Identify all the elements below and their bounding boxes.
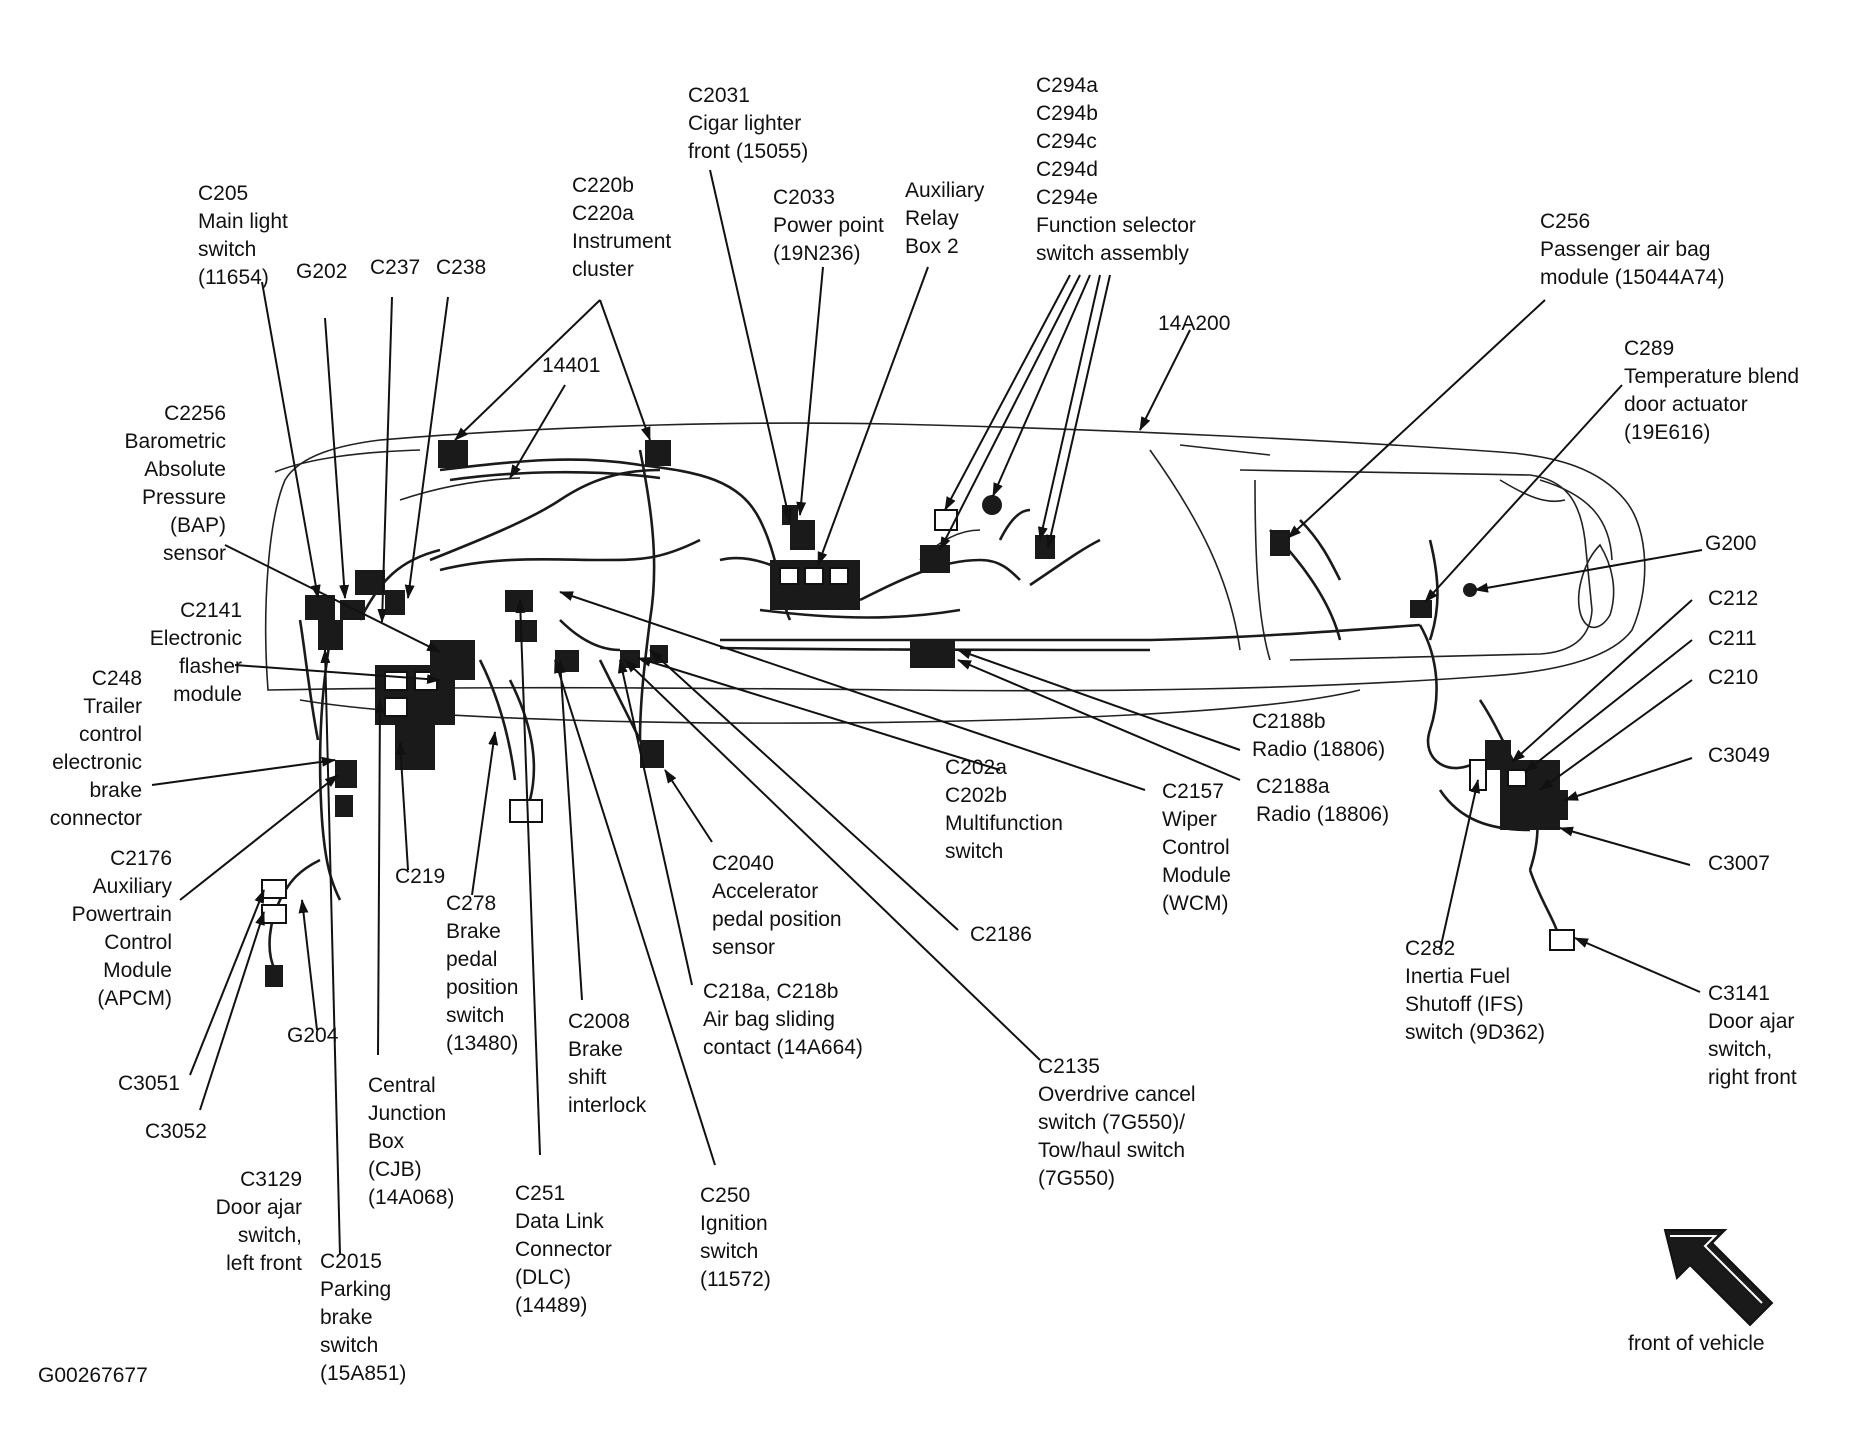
- front-of-vehicle-arrow: [1663, 1229, 1774, 1327]
- label-g200: G200: [1705, 532, 1757, 555]
- label-c3051: C3051: [118, 1072, 180, 1095]
- label-c2186: C2186: [970, 923, 1032, 946]
- front-of-vehicle-label: front of vehicle: [1628, 1332, 1765, 1355]
- leader-lines: [151, 169, 1703, 1256]
- label-c211: C211: [1708, 627, 1757, 650]
- label-c3052: C3052: [145, 1120, 207, 1143]
- label-14a200: 14A200: [1158, 312, 1231, 335]
- label-c3007: C3007: [1708, 852, 1770, 875]
- document-id: G00267677: [38, 1364, 148, 1387]
- label-c3049: C3049: [1708, 744, 1770, 767]
- components: [261, 440, 1575, 987]
- label-g202: G202: [296, 260, 348, 283]
- label-c238: C238: [436, 256, 487, 279]
- label-14401: 14401: [542, 354, 601, 377]
- label-g204: G204: [287, 1024, 339, 1047]
- label-c237: C237: [370, 256, 421, 279]
- label-c219: C219: [395, 865, 446, 888]
- label-c210: C210: [1708, 666, 1759, 689]
- label-c212: C212: [1708, 587, 1759, 610]
